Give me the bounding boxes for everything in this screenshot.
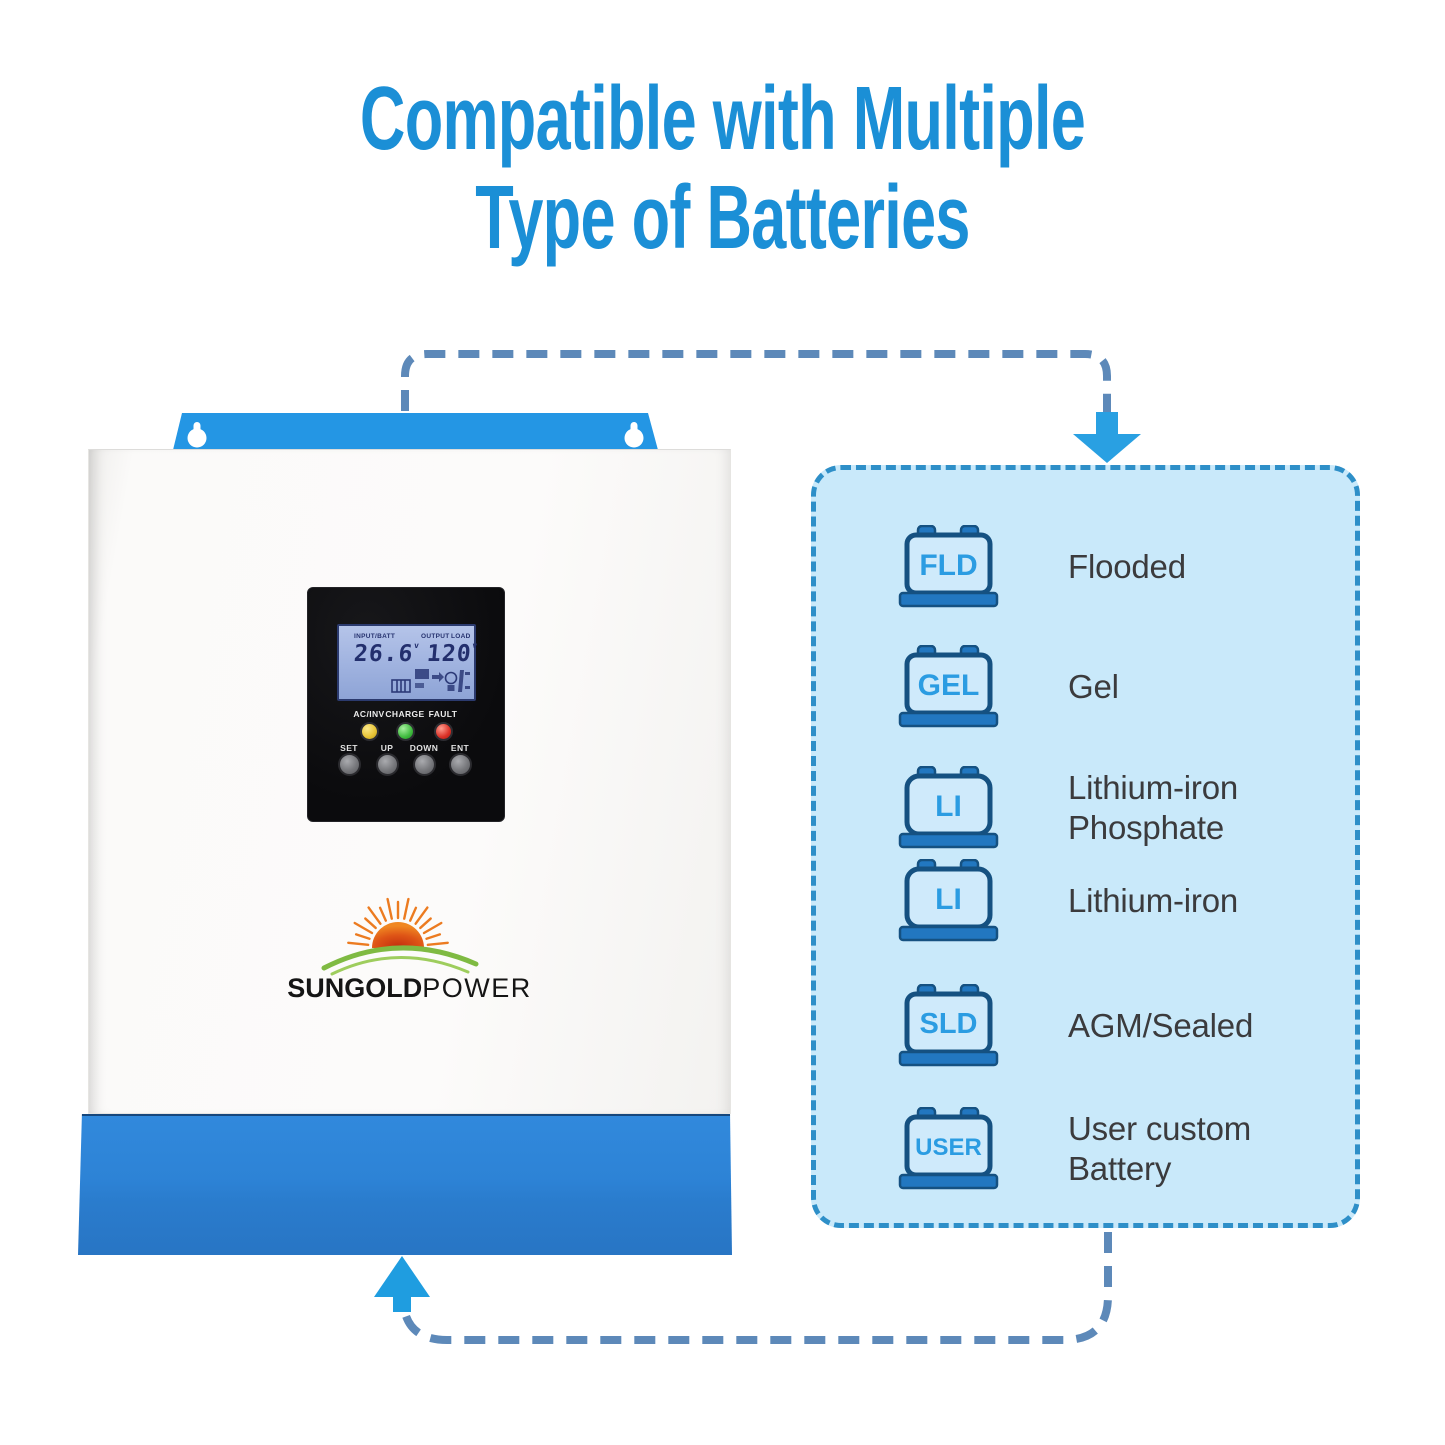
battery-row-user: USER User custom Battery	[898, 1107, 1323, 1191]
fault-led-icon	[434, 722, 453, 741]
lcd-status-icons	[391, 669, 470, 693]
battery-type-label: Lithium-iron	[1068, 881, 1238, 919]
battery-icon: SLD	[898, 984, 999, 1067]
battery-icon: GEL	[898, 645, 999, 728]
title-line-1: Compatible with Multiple	[359, 69, 1086, 169]
battery-icon: USER	[898, 1107, 999, 1190]
keyhole-icon	[624, 422, 644, 448]
arrow-up-icon	[374, 1256, 430, 1312]
arrow-down-icon	[1073, 412, 1141, 463]
ent-button-label: ENT	[450, 743, 470, 753]
ent-button	[449, 753, 472, 776]
battery-types-panel: FLD Flooded GEL Gel LI Lithium-iron P	[811, 465, 1360, 1228]
battery-row-lifepo: LI Lithium-iron Phosphate	[898, 766, 1323, 850]
battery-icon: FLD	[898, 525, 999, 608]
battery-type-label: Lithium-iron Phosphate	[1068, 768, 1238, 846]
battery-code: GEL	[918, 669, 980, 702]
battery-type-label: AGM/Sealed	[1068, 1006, 1254, 1044]
brand-secondary: POWER	[422, 973, 532, 1003]
led-label-acinv: AC/INV	[353, 709, 385, 719]
battery-row-gel: GEL Gel	[898, 645, 1323, 729]
battery-icon: LI	[898, 766, 999, 849]
battery-code: SLD	[920, 1008, 978, 1040]
down-button-label: DOWN	[409, 743, 439, 753]
battery-row-flooded: FLD Flooded	[898, 525, 1323, 609]
charge-led-icon	[396, 722, 415, 741]
control-panel: INPUT/BATT OUTPUT LOAD 26.6v 120v	[307, 587, 505, 822]
battery-code: LI	[935, 883, 962, 916]
battery-code: FLD	[919, 549, 977, 582]
lcd-display: INPUT/BATT OUTPUT LOAD 26.6v 120v	[337, 624, 478, 701]
battery-type-label: Flooded	[1068, 547, 1186, 585]
battery-type-label: User custom Battery	[1068, 1109, 1252, 1187]
up-button	[376, 753, 399, 776]
led-label-charge: CHARGE	[385, 709, 425, 719]
mounting-bracket	[173, 413, 658, 450]
led-label-fault: FAULT	[428, 709, 458, 719]
down-button	[413, 753, 436, 776]
acinv-led-icon	[360, 722, 379, 741]
battery-code: USER	[915, 1134, 982, 1161]
battery-row-agm: SLD AGM/Sealed	[898, 984, 1323, 1068]
battery-type-label: Gel	[1068, 667, 1119, 705]
title-line-2: Type of Batteries	[475, 168, 970, 268]
lcd-output-label: OUTPUT	[421, 633, 450, 640]
set-button	[338, 753, 361, 776]
brand-primary: SUNGOLD	[287, 973, 423, 1003]
lcd-output-value: 120v	[425, 641, 478, 667]
lcd-input-value: 26.6v	[352, 641, 420, 667]
lcd-input-label: INPUT/BATT	[354, 633, 396, 640]
sun-logo-icon	[321, 897, 479, 976]
battery-icon: LI	[898, 859, 999, 942]
battery-code: LI	[935, 790, 962, 823]
inverter-base	[78, 1114, 732, 1255]
keyhole-icon	[187, 422, 207, 448]
up-button-label: UP	[380, 743, 394, 753]
lcd-load-label: LOAD	[451, 633, 471, 640]
battery-row-liion: LI Lithium-iron	[898, 859, 1323, 943]
page-title: Compatible with Multiple Type of Batteri…	[217, 70, 1229, 268]
set-button-label: SET	[340, 743, 358, 753]
brand-name: SUNGOLDPOWER	[88, 973, 731, 1004]
connector-top	[401, 350, 1111, 417]
